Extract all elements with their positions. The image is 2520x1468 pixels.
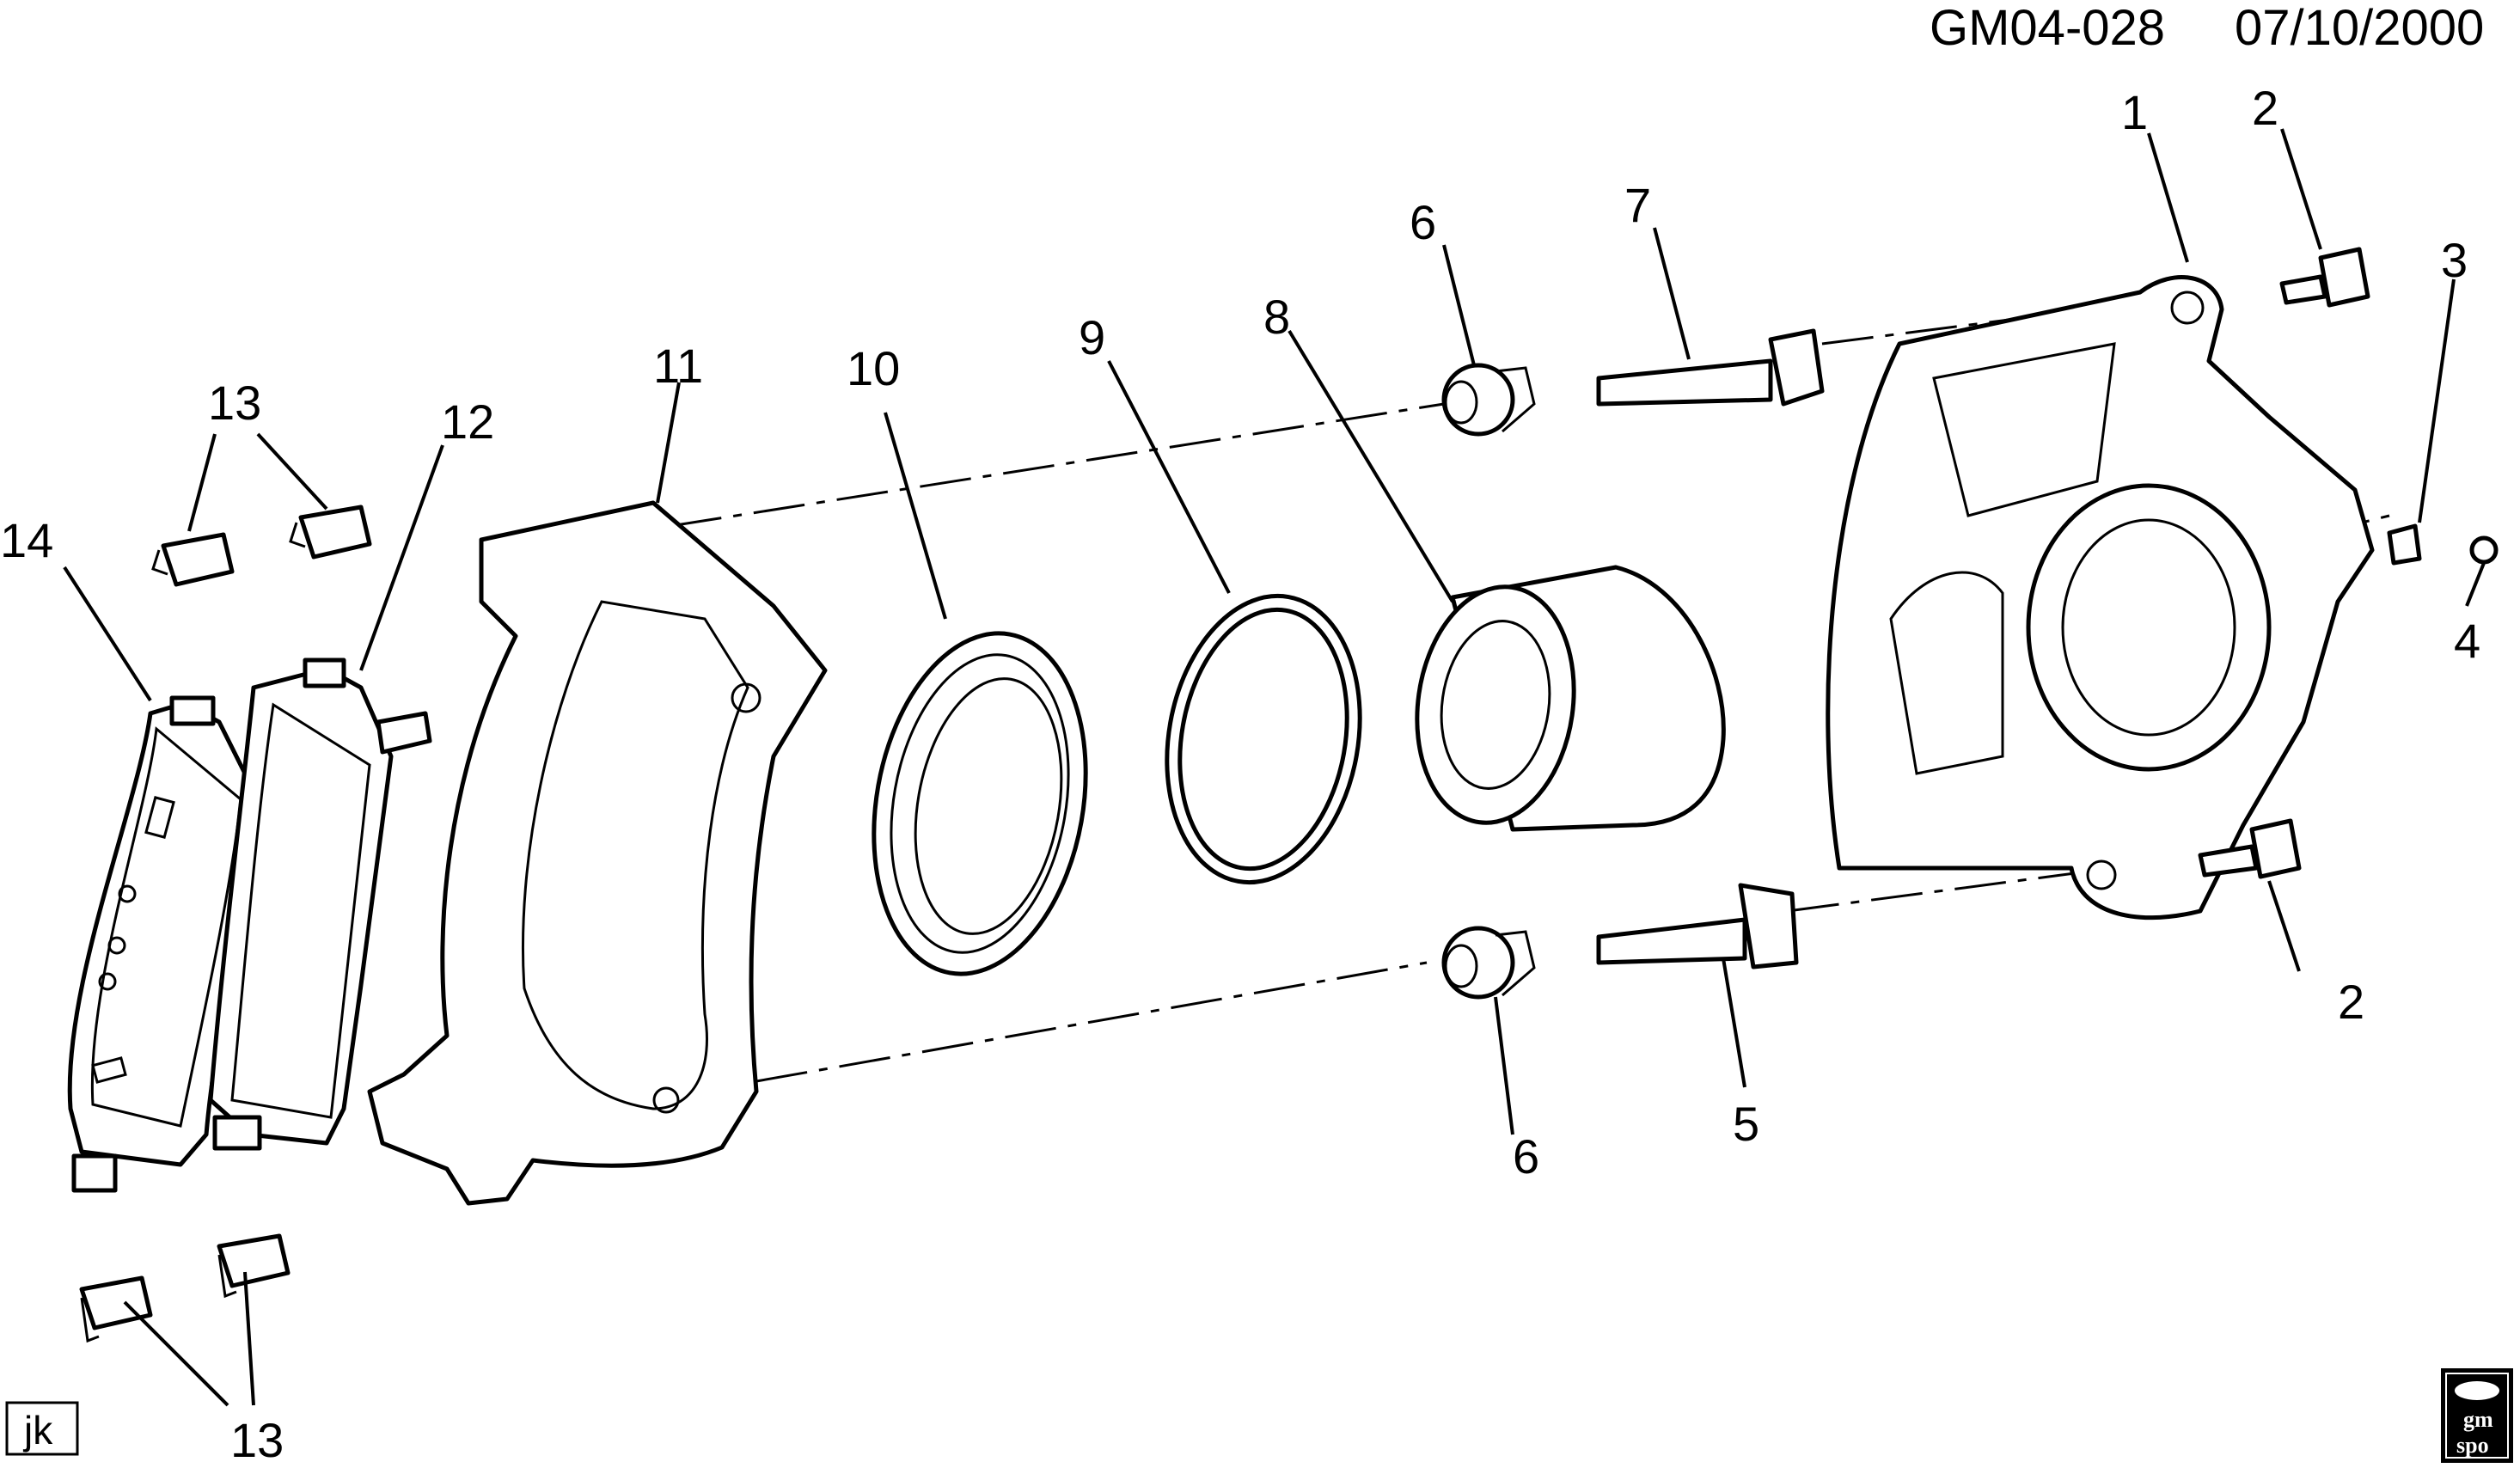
callout-2-upper: 2 [2252,81,2278,135]
pad-clip-lower-right [217,1233,291,1299]
author-tag-text: jk [22,1408,53,1453]
logo-text-spo: spo [2456,1433,2489,1458]
callout-13-upper: 13 [208,376,261,430]
gm-spo-logo-icon: gm spo [2441,1368,2513,1463]
callout-12: 12 [441,395,494,449]
inner-brake-pad [208,658,432,1151]
lower-guide-pin [1596,883,1799,969]
callout-8: 8 [1263,290,1290,344]
piston-seal [1165,593,1362,885]
drawing-id: GM04-028 [1930,0,2165,56]
bleeder-valve [2387,523,2422,566]
guide-pin-bushing-lower [1441,926,1536,1000]
caliper-mounting-bracket [367,500,828,1206]
upper-guide-pin [1596,328,1825,407]
guide-pin-bushing-upper [1441,363,1536,437]
pad-clip-upper-right [289,505,372,560]
pad-clip-upper-left [151,532,235,587]
caliper-bolt-lower [2198,818,2302,879]
callout-2-lower: 2 [2338,975,2364,1029]
callout-6-upper: 6 [1410,195,1436,249]
bleeder-cap [2469,535,2499,565]
caliper-piston [1415,565,1726,832]
leader-lines [63,128,2486,1407]
author-tag: jk [5,1401,79,1456]
callout-4: 4 [2454,614,2480,668]
caliper-bolt-upper [2279,247,2370,308]
callout-1: 1 [2121,85,2148,139]
callout-7: 7 [1624,178,1651,232]
callout-14: 14 [0,513,53,567]
callout-5: 5 [1733,1097,1759,1151]
callout-11: 11 [653,339,703,393]
callout-13-lower: 13 [230,1413,284,1467]
callout-6-lower: 6 [1513,1129,1539,1184]
piston-dust-boot [872,631,1088,976]
pad-clip-lower-left [79,1275,153,1343]
logo-text-gm: gm [2463,1407,2493,1432]
drawing-date: 07/10/2000 [2235,0,2484,56]
caliper-housing [1826,275,2375,921]
callout-10: 10 [847,341,900,395]
callout-9: 9 [1079,310,1105,364]
callout-3: 3 [2441,233,2468,287]
